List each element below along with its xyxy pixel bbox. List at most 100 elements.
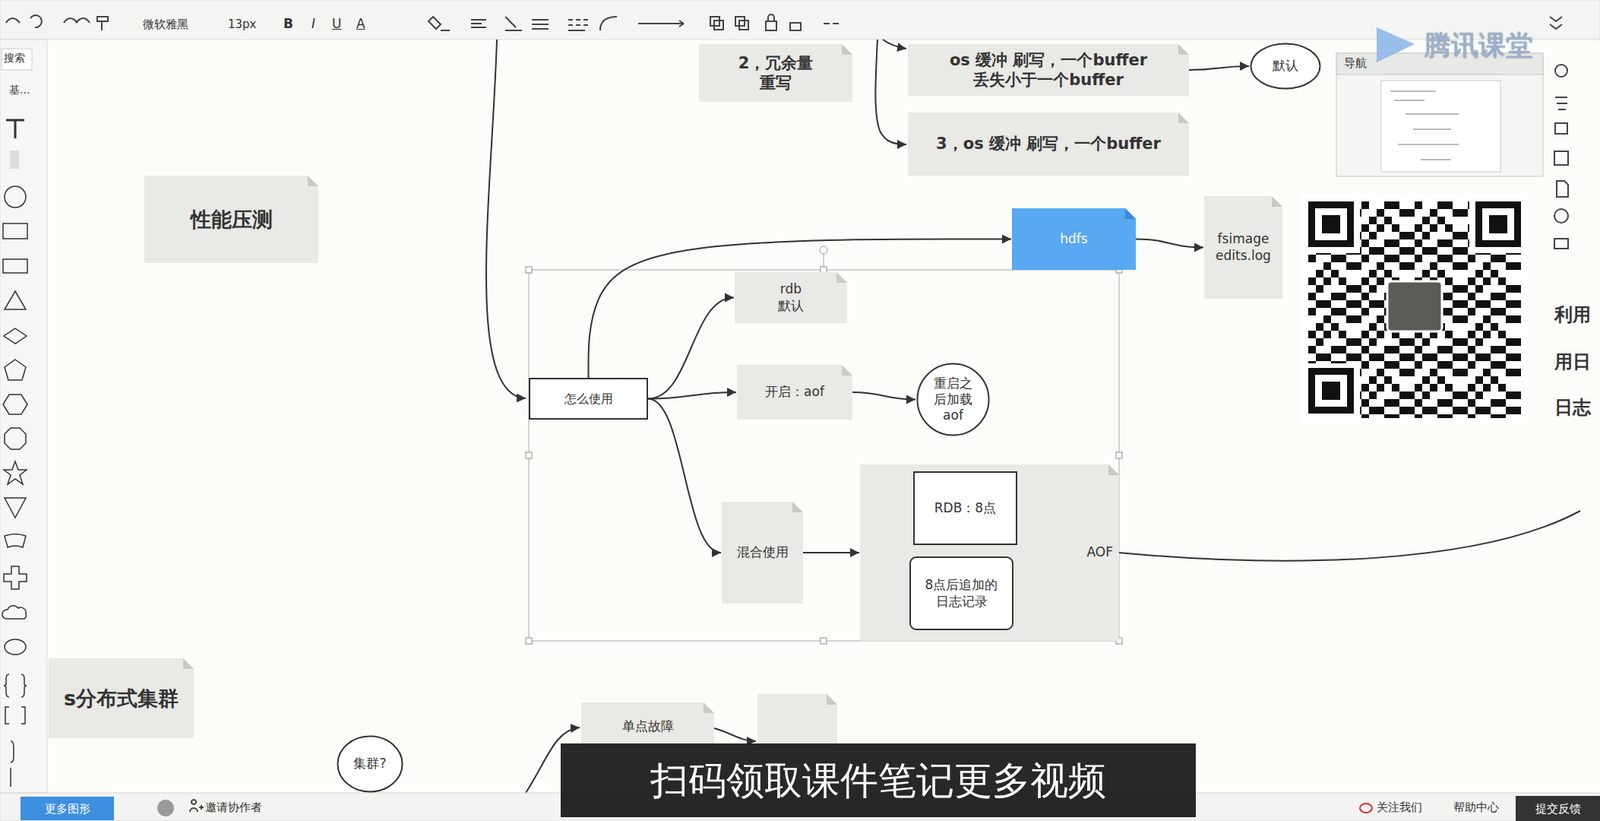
toolbar bbox=[0, 0, 1600, 40]
qr-quiet bbox=[1469, 198, 1525, 253]
note-fold bbox=[836, 271, 848, 283]
circle-node: 集群? bbox=[336, 734, 404, 793]
qr-finder bbox=[1308, 201, 1354, 247]
cloud-icon bbox=[2, 605, 26, 619]
star-icon bbox=[3, 461, 27, 484]
outgoing-wire bbox=[1119, 510, 1581, 561]
note-box: s分布式集群 bbox=[48, 657, 194, 738]
ui-label: 13px bbox=[227, 17, 257, 32]
bracket-icon bbox=[10, 740, 14, 787]
bracket-icon bbox=[5, 706, 26, 724]
resize-handle bbox=[525, 266, 532, 273]
ui-label: A bbox=[356, 15, 366, 32]
note-fold bbox=[1178, 44, 1189, 55]
note-fold bbox=[1125, 208, 1136, 219]
connector-arrow bbox=[648, 398, 721, 554]
process-box: 怎么使用 bbox=[528, 377, 649, 420]
node-label: os 缓冲 刷写，一个buffer 丢失小于一个buffer bbox=[934, 50, 1163, 91]
circle-icon bbox=[4, 186, 26, 208]
toolbar-icons bbox=[6, 15, 108, 31]
node-label: s分布式集群 bbox=[63, 685, 179, 712]
offscreen-wires bbox=[486, 39, 1581, 793]
resize-handle bbox=[820, 266, 827, 273]
banner-text: 扫码领取课件笔记更多视频 bbox=[560, 743, 1196, 817]
more-shapes-button bbox=[20, 796, 114, 820]
connector-arrow bbox=[648, 297, 734, 399]
note-fold bbox=[841, 44, 853, 55]
node-label: 怎么使用 bbox=[564, 391, 614, 407]
note-body bbox=[736, 364, 853, 420]
note-box: 2，冗余量 重写 bbox=[698, 44, 853, 102]
ui-label: I bbox=[311, 15, 316, 32]
resize-handle bbox=[525, 452, 532, 459]
node-label: 单点故障 bbox=[622, 717, 674, 734]
note-body bbox=[48, 657, 194, 738]
connector-arrow bbox=[803, 551, 860, 554]
ui-label: U bbox=[332, 15, 342, 32]
note-body bbox=[734, 271, 848, 323]
ui-label: 搜索 bbox=[3, 51, 26, 65]
note-fold bbox=[1108, 464, 1120, 475]
note-box: rdb 默认 bbox=[734, 271, 848, 323]
note-fold bbox=[841, 364, 853, 376]
ui-label: 导航 bbox=[1343, 56, 1367, 70]
note-body bbox=[721, 501, 804, 604]
invite-icon bbox=[189, 799, 204, 812]
rect-icon bbox=[3, 259, 28, 273]
incoming-wire bbox=[875, 39, 907, 145]
qr-finder bbox=[1308, 367, 1354, 414]
connector-arrow bbox=[852, 392, 916, 400]
weibo-icon bbox=[1359, 803, 1373, 813]
note-fold bbox=[1178, 112, 1189, 124]
side-tool-icons bbox=[1554, 64, 1569, 249]
rotate-handle bbox=[819, 246, 828, 254]
note-box: os 缓冲 刷写，一个buffer 丢失小于一个buffer bbox=[907, 44, 1189, 97]
search-box bbox=[1, 48, 32, 70]
shape-icons bbox=[2, 120, 28, 787]
node-label: 默认 bbox=[1272, 57, 1299, 74]
note-icon bbox=[9, 150, 19, 169]
ui-label: 关注我们 bbox=[1376, 800, 1423, 814]
qr-finder bbox=[1475, 201, 1521, 247]
qr-finder bbox=[1321, 215, 1341, 234]
note-body bbox=[144, 175, 319, 263]
banner-text: 更多图形 bbox=[20, 796, 114, 820]
shape-panel bbox=[0, 39, 48, 793]
feedback-button bbox=[1515, 795, 1600, 821]
toolbar-icons bbox=[710, 14, 839, 31]
node-label: 重启之 后加载 aof bbox=[930, 375, 977, 424]
qr-quiet bbox=[1305, 198, 1360, 253]
note-box: 性能压测 bbox=[144, 175, 319, 263]
note-fold bbox=[1271, 196, 1283, 207]
note-box: fsimage edits.log bbox=[1204, 196, 1283, 299]
ui-label: 利用 bbox=[1554, 303, 1591, 326]
circle-node: 默认 bbox=[1249, 42, 1322, 90]
note-body bbox=[1011, 208, 1136, 270]
note-body bbox=[907, 112, 1189, 176]
toolbar-icons bbox=[428, 16, 684, 31]
node-label: 开启：aof bbox=[765, 383, 825, 400]
note-body bbox=[698, 44, 853, 102]
connector-arrow bbox=[1188, 66, 1250, 70]
qr-background bbox=[1300, 193, 1529, 426]
node-label: rdb 默认 bbox=[775, 281, 807, 314]
qr-finder bbox=[1315, 374, 1348, 407]
ellipse-icon bbox=[4, 638, 26, 655]
side-icon bbox=[1555, 97, 1568, 110]
note-fold bbox=[792, 501, 804, 513]
qr-finder bbox=[1482, 208, 1515, 241]
qr-finder bbox=[1315, 208, 1348, 241]
note-body bbox=[907, 44, 1189, 97]
note-fold bbox=[703, 701, 715, 713]
side-icon bbox=[1554, 208, 1569, 223]
user-avatar bbox=[157, 799, 174, 816]
box-outline bbox=[913, 471, 1017, 544]
node-label: 混合使用 bbox=[736, 543, 789, 560]
note-box: AOFRDB：8点8点后追加的 日志记录 bbox=[860, 464, 1120, 641]
box-outline bbox=[529, 378, 648, 419]
ui-label: 基... bbox=[9, 83, 30, 97]
ui-label: 日志 bbox=[1554, 396, 1591, 419]
ui-label: 邀请协作者 bbox=[182, 800, 263, 814]
node-label: 2，冗余量 重写 bbox=[733, 53, 818, 94]
